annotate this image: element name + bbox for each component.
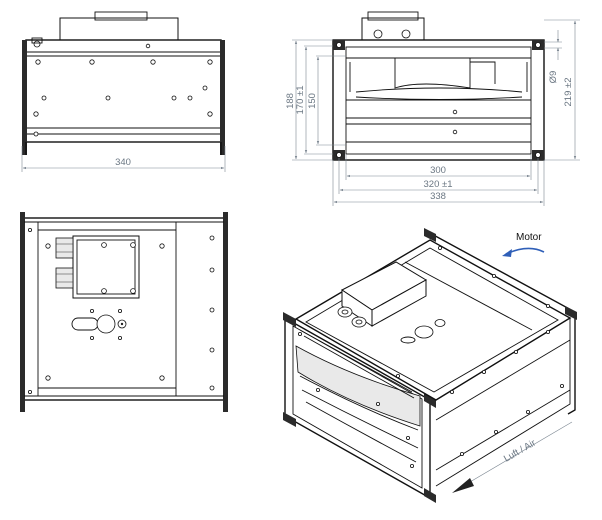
- dim-width-338: 338: [430, 191, 446, 202]
- dim-height-188: 188: [285, 93, 296, 109]
- isometric-view: Motor Luft / Air: [283, 228, 577, 503]
- dim-side-width: 340: [115, 157, 131, 168]
- dim-height-170: 170 ±1: [295, 86, 306, 115]
- front-view: 188 170 ±1 150 219 ±2 Ø9 300 320 ±1 338: [285, 11, 580, 206]
- dim-height-219: 219 ±2: [563, 78, 574, 107]
- airflow-arrow-head: [452, 478, 474, 493]
- motor-label: Motor: [516, 232, 542, 243]
- dim-hole-diameter: Ø9: [548, 71, 559, 84]
- dim-width-320: 320 ±1: [424, 179, 453, 190]
- top-view: [20, 212, 228, 412]
- side-view: 340: [21, 11, 226, 172]
- dim-width-300: 300: [430, 165, 446, 176]
- dim-height-150: 150: [307, 93, 318, 109]
- airflow-label: Luft / Air: [502, 438, 538, 465]
